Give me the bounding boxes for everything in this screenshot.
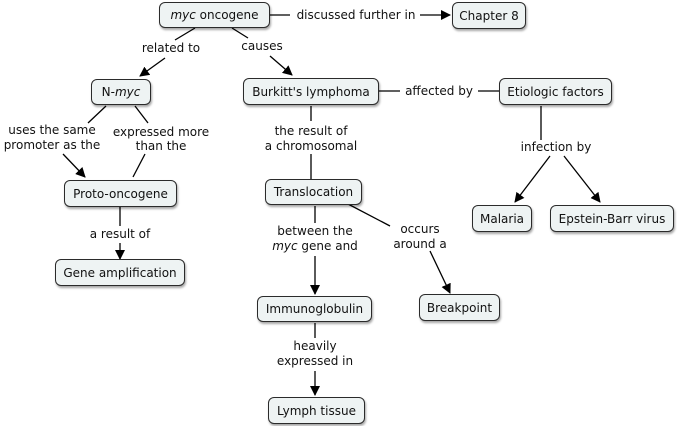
link-label-expressed-line1: expressed more — [112, 125, 210, 139]
link-label-uses-line2: promoter as the — [3, 138, 101, 152]
connector-arrow — [62, 153, 86, 178]
connector-line — [132, 153, 146, 178]
link-label-infection: infection by — [520, 140, 592, 154]
node-malaria-label: Malaria — [479, 211, 524, 226]
node-translocation[interactable]: Translocation — [265, 179, 362, 205]
node-proto-oncogene-label: Proto-oncogene — [73, 186, 168, 201]
link-label-heavily-line1: heavily — [293, 339, 337, 353]
node-lymph-tissue[interactable]: Lymph tissue — [268, 397, 365, 424]
node-epstein-barr-virus[interactable]: Epstein-Barr virus — [550, 205, 674, 232]
node-burkitts-lymphoma[interactable]: Burkitt's lymphoma — [243, 78, 379, 105]
node-lymph-tissue-label: Lymph tissue — [277, 403, 356, 418]
node-immunoglobulin-label: Immunoglobulin — [265, 302, 364, 316]
link-label-result-of-line2: a chromosomal — [264, 139, 358, 153]
node-breakpoint-label: Breakpoint — [426, 300, 493, 315]
node-n-myc-italic: myc — [114, 85, 141, 99]
node-epstein-barr-virus-label: Epstein-Barr virus — [558, 211, 666, 226]
connector-arrow — [139, 57, 166, 77]
link-label-uses-line1: uses the same — [8, 123, 96, 137]
link-label-heavily-line2: expressed in — [276, 354, 354, 368]
link-label-result-of-line1: the result of — [274, 124, 348, 138]
link-label-causes: causes — [241, 39, 283, 53]
connector-line — [174, 27, 196, 41]
connector-arrow — [514, 155, 551, 203]
node-etiologic-factors-label: Etiologic factors — [507, 84, 604, 99]
link-label-between-line1: between the — [277, 224, 353, 238]
connector-line — [231, 27, 249, 39]
link-label-a-result-of: a result of — [89, 227, 151, 241]
link-label-discussed: discussed further in — [296, 8, 416, 22]
connector-line — [347, 203, 391, 227]
connector-arrow — [269, 55, 293, 76]
link-label-between-line2: myc gene and — [265, 239, 365, 254]
link-label-between-rest: gene and — [297, 239, 358, 253]
node-translocation-label: Translocation — [273, 185, 354, 199]
connector-line — [87, 105, 107, 124]
node-burkitts-lymphoma-label: Burkitt's lymphoma — [252, 84, 370, 99]
node-proto-oncogene[interactable]: Proto-oncogene — [64, 180, 177, 207]
link-label-affected: affected by — [405, 84, 473, 98]
connector-line — [134, 105, 149, 124]
link-label-occurs-line2: around a — [393, 237, 447, 251]
node-etiologic-factors[interactable]: Etiologic factors — [499, 78, 612, 105]
node-gene-amplification-label: Gene amplification — [63, 265, 177, 280]
node-n-myc[interactable]: N-myc — [91, 79, 151, 105]
node-gene-amplification[interactable]: Gene amplification — [55, 259, 185, 286]
node-malaria[interactable]: Malaria — [472, 205, 532, 232]
node-myc-italic: myc — [170, 8, 196, 22]
node-chapter-8-label: Chapter 8 — [459, 8, 519, 23]
connector-arrow — [563, 155, 601, 203]
node-myc-oncogene[interactable]: myc oncogene — [159, 2, 270, 28]
node-breakpoint[interactable]: Breakpoint — [419, 294, 500, 321]
link-label-expressed-line2: than the — [135, 139, 187, 153]
node-chapter-8[interactable]: Chapter 8 — [452, 2, 526, 29]
link-label-related: related to — [141, 41, 201, 55]
node-immunoglobulin[interactable]: Immunoglobulin — [257, 296, 372, 322]
link-label-occurs-line1: occurs — [400, 222, 440, 236]
node-n-myc-prefix: N- — [101, 85, 115, 99]
link-label-between-italic: myc — [272, 239, 298, 253]
connector-arrow — [429, 250, 451, 294]
node-myc-rest: oncogene — [195, 8, 259, 22]
